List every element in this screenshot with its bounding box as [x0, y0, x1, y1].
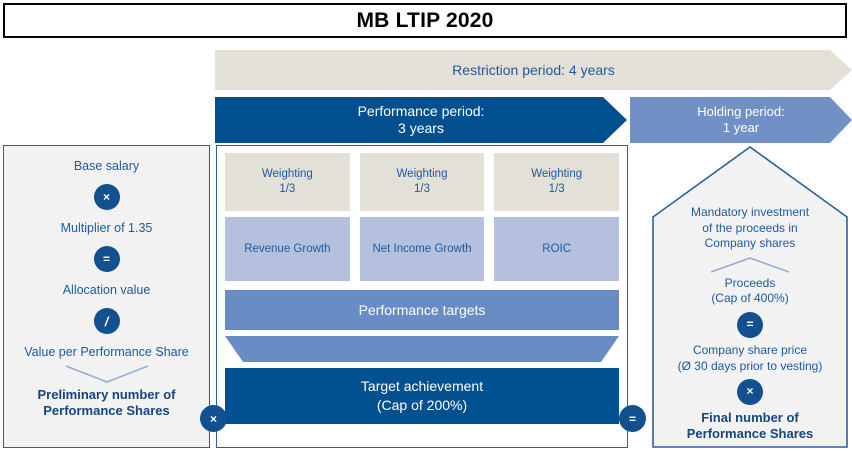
kpi-box: Net Income Growth [359, 217, 485, 281]
metric-column: Weighting 1/3 ROIC [494, 153, 620, 281]
base-salary-label: Base salary [73, 159, 140, 173]
equals-operator-icon: = [737, 311, 763, 338]
performance-period-duration: 3 years [398, 120, 444, 136]
metric-column: Weighting 1/3 Revenue Growth [225, 153, 350, 281]
weighting-label: Weighting [396, 168, 448, 181]
weighting-value: 1/3 [414, 183, 430, 195]
weighting-box: Weighting 1/3 [494, 153, 620, 211]
weighting-box: Weighting 1/3 [225, 153, 350, 211]
page-title-bar: MB LTIP 2020 [3, 3, 847, 38]
funnel-shape [225, 336, 619, 362]
final-shares-result: Final number of Performance Shares [687, 410, 813, 443]
performance-targets-bar: Performance targets [225, 290, 619, 330]
final-shares-line2: Performance Shares [686, 426, 814, 442]
multiply-operator-icon: × [200, 405, 227, 432]
share-price-detail: (Ø 30 days prior to vesting) [677, 358, 823, 373]
multiply-operator-icon: × [93, 184, 120, 210]
performance-period-banner: Performance period: 3 years [215, 97, 627, 143]
proceeds-cap: (Cap of 400%) [711, 291, 789, 306]
allocation-value-label: Allocation value [62, 283, 151, 297]
weighting-value: 1/3 [279, 183, 296, 195]
weighting-label: Weighting [531, 168, 583, 181]
target-achievement-bar: Target achievement (Cap of 200%) [225, 368, 619, 424]
preliminary-shares-line2: Performance Shares [43, 403, 170, 419]
final-shares-line1: Final number of [701, 410, 799, 426]
performance-period-label: Performance period: [357, 103, 485, 120]
page-title: MB LTIP 2020 [356, 8, 494, 32]
kpi-box: Revenue Growth [225, 217, 350, 281]
value-per-performance-share-label: Value per Performance Share [24, 345, 189, 359]
target-achievement-label: Target achievement [360, 378, 484, 395]
preliminary-shares-result: Preliminary number of Performance Shares [38, 387, 176, 420]
chevron-up-icon [710, 256, 790, 273]
weighting-box: Weighting 1/3 [359, 153, 485, 211]
chevron-down-icon [65, 365, 148, 383]
restriction-period-label: Restriction period: 4 years [452, 61, 615, 78]
connector-equals: = [619, 405, 646, 432]
connector-multiply: × [200, 405, 227, 432]
kpi-box: ROIC [494, 217, 620, 281]
share-price-label: Company share price [692, 342, 808, 357]
final-shares-panel: Mandatory investment of the proceeds in … [652, 145, 848, 448]
equals-operator-icon: = [619, 405, 646, 432]
restriction-period-banner: Restriction period: 4 years [215, 50, 852, 90]
mandatory-investment-line3: Company shares [704, 236, 796, 251]
metric-column: Weighting 1/3 Net Income Growth [359, 153, 485, 281]
preliminary-shares-line1: Preliminary number of [37, 387, 176, 402]
multiply-operator-icon: × [737, 379, 763, 406]
mandatory-investment-line1: Mandatory investment [690, 205, 810, 219]
holding-period-label: Holding period: [697, 104, 785, 120]
divide-operator-icon: / [93, 308, 120, 334]
equals-operator-icon: = [93, 246, 120, 272]
holding-period-duration: 1 year [722, 120, 760, 135]
mandatory-investment-line2: of the proceeds in [702, 220, 798, 235]
holding-period-banner: Holding period: 1 year [630, 97, 852, 143]
final-shares-content: Mandatory investment of the proceeds in … [652, 205, 848, 443]
metric-grid: Weighting 1/3 Revenue Growth Weighting 1… [225, 153, 620, 281]
multiplier-label: Multiplier of 1.35 [60, 221, 153, 235]
weighting-value: 1/3 [548, 183, 565, 195]
performance-metrics-panel: Weighting 1/3 Revenue Growth Weighting 1… [216, 145, 628, 448]
proceeds-label: Proceeds [724, 275, 776, 290]
house-outline-shape [652, 146, 848, 448]
allocation-calculation-panel: Base salary × Multiplier of 1.35 = Alloc… [3, 145, 210, 448]
weighting-label: Weighting [261, 168, 313, 181]
target-achievement-cap: (Cap of 200%) [376, 397, 468, 413]
